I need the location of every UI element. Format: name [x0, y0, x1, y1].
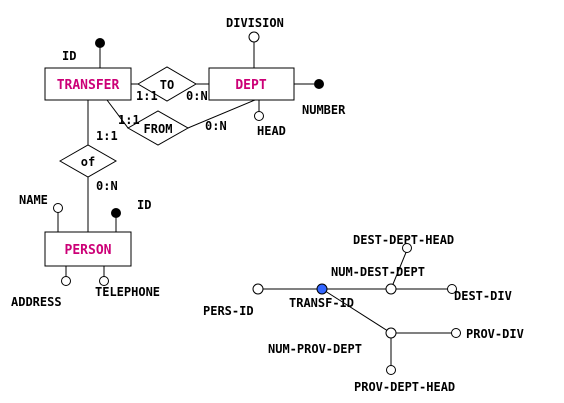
- entity-person-label: PERSON: [65, 243, 112, 258]
- person-id-marker: [111, 208, 121, 218]
- cardinality-to-transfer: 1:1: [136, 89, 158, 103]
- entity-transfer-label: TRANSFER: [57, 78, 120, 93]
- transf-id-node: [316, 283, 328, 295]
- transfer-id-label: ID: [62, 49, 76, 63]
- person-id-label: ID: [137, 198, 151, 212]
- entity-transfer: TRANSFER: [44, 67, 132, 101]
- prov-dept-head-label: PROV-DEPT-HEAD: [354, 380, 455, 394]
- prov-dept-head-node: [386, 365, 396, 375]
- relationship-of-label: of: [81, 155, 95, 169]
- telephone-marker: [99, 276, 109, 286]
- pers-id-label: PERS-ID: [203, 304, 254, 318]
- prov-div-node: [451, 328, 461, 338]
- num-prov-dept-label: NUM-PROV-DEPT: [268, 342, 362, 356]
- pers-id-node: [252, 283, 264, 295]
- dest-dept-head-label: DEST-DEPT-HEAD: [353, 233, 454, 247]
- num-prov-dept-node: [385, 327, 397, 339]
- relationship-of: of: [58, 144, 118, 178]
- cardinality-from-dept: 0:N: [205, 119, 227, 133]
- head-marker: [254, 111, 264, 121]
- address-label: ADDRESS: [11, 295, 62, 309]
- relationship-from-label: FROM: [144, 122, 173, 136]
- dest-dept-head-node: [402, 243, 412, 253]
- number-label: NUMBER: [302, 103, 346, 117]
- entity-person: PERSON: [44, 231, 132, 267]
- relationship-from: FROM: [126, 110, 190, 146]
- transfer-id-marker: [95, 38, 105, 48]
- transf-id-label: TRANSF-ID: [289, 296, 354, 310]
- number-marker: [314, 79, 324, 89]
- head-label: HEAD: [257, 124, 286, 138]
- num-dest-dept-label: NUM-DEST-DEPT: [331, 265, 425, 279]
- cardinality-from-transfer: 1:1: [118, 113, 140, 127]
- division-label: DIVISION: [226, 16, 284, 30]
- dest-div-node: [447, 284, 457, 294]
- telephone-label: TELEPHONE: [95, 285, 160, 299]
- relationship-to-label: TO: [160, 78, 174, 92]
- address-marker: [61, 276, 71, 286]
- cardinality-of-transfer: 1:1: [96, 129, 118, 143]
- name-label: NAME: [19, 193, 48, 207]
- name-marker: [53, 203, 63, 213]
- num-dest-dept-node: [385, 283, 397, 295]
- entity-dept-label: DEPT: [235, 78, 266, 93]
- identifier-tree: PERS-ID TRANSF-ID NUM-DEST-DEPT DEST-DEP…: [203, 233, 524, 394]
- cardinality-of-person: 0:N: [96, 179, 118, 193]
- entity-dept: DEPT: [208, 67, 295, 101]
- dest-div-label: DEST-DIV: [454, 289, 512, 303]
- relationship-to: TO: [137, 66, 197, 102]
- cardinality-to-dept: 0:N: [186, 89, 208, 103]
- division-marker: [248, 31, 260, 43]
- connector-lines: [57, 42, 314, 277]
- prov-div-label: PROV-DIV: [466, 327, 524, 341]
